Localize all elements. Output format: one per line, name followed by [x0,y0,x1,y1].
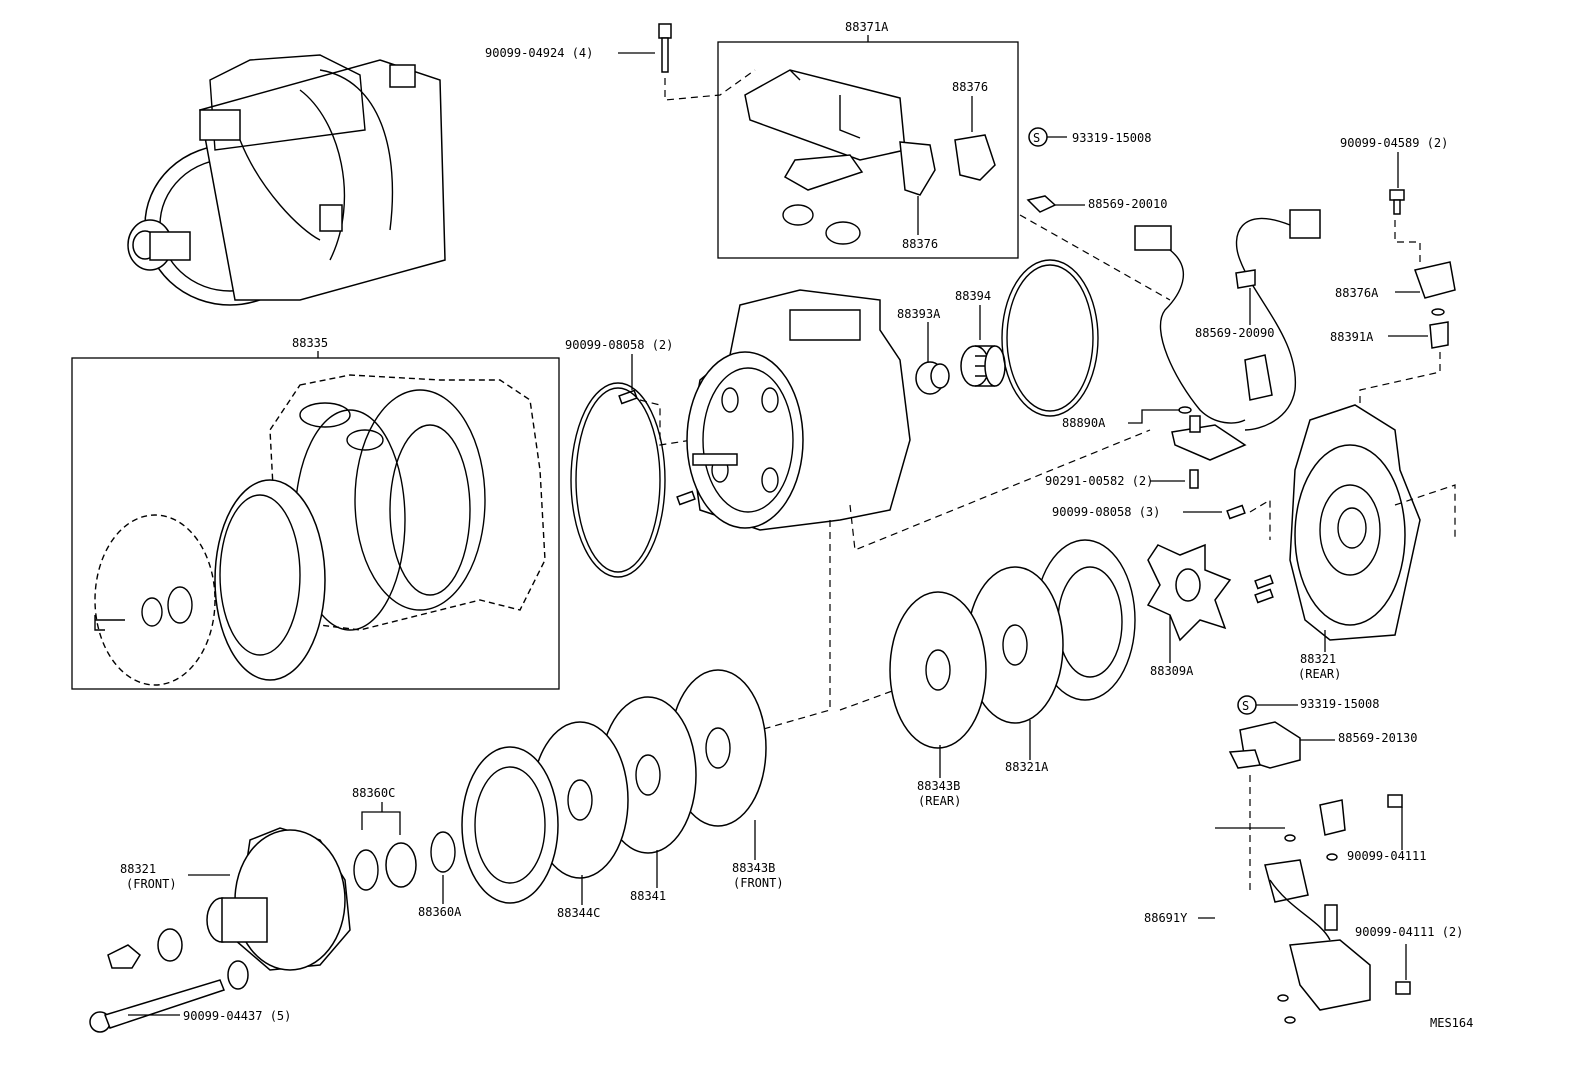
label-88321A: 88321A [1005,760,1049,774]
bolt-90099-04924 [658,23,672,73]
main-cylinder-block [686,289,911,531]
dowel-pin-90099-08058-2 [676,490,696,506]
wire-harness-88569-20090 [1134,209,1321,431]
valve-88393A [915,361,950,395]
gasket-ring-front [570,382,666,578]
label-90099-04924: 90099-04924 (4) [485,46,593,60]
gasket-ring-rear-cover [1001,259,1099,417]
plug-88391A [1429,321,1449,349]
label-88569-20130: 88569-20130 [1338,731,1417,745]
label-88569-20090: 88569-20090 [1195,326,1274,340]
cover-88376A [1414,261,1456,299]
label-90099-08058-3: 90099-08058 (3) [1052,505,1160,519]
snap-ring-88360A [430,831,456,873]
rear-housing-88321 [1289,404,1421,641]
box-88335 [71,357,560,690]
label-88890A: 88890A [1062,416,1106,430]
label-90099-08058-2: 90099-08058 (2) [565,338,673,352]
label-88343B-front: 88343B [732,861,775,875]
label-88569-20010: 88569-20010 [1088,197,1167,211]
through-bolt-90099-04437 [89,979,225,1033]
label-90099-04111: 90099-04111 [1347,849,1426,863]
solenoid-harness-88691Y [1264,799,1371,1024]
label-88360C: 88360C [352,786,395,800]
swash-plate-88309A [1146,543,1232,642]
screw-90291-00582 [1189,469,1199,489]
bolt-90099-04111 [1387,794,1403,850]
cylinder-parts-88335 [94,374,546,686]
label-88393A: 88393A [897,307,941,321]
compressor-assembly-illustration [127,54,446,306]
label-88376A: 88376A [1335,286,1379,300]
label-90099-04111-2: 90099-04111 (2) [1355,925,1463,939]
label-88391A: 88391A [1330,330,1374,344]
label-88335: 88335 [292,336,328,350]
bolt-90099-04589 [1389,189,1405,215]
label-88341: 88341 [630,889,666,903]
label-88343B-front-suffix: (FRONT) [733,876,784,890]
label-88343B-rear-suffix: (REAR) [918,794,961,808]
valve-plate-88321A [966,566,1064,724]
clip-88569-20010 [1026,195,1057,213]
diagram-code: MES164 [1430,1016,1473,1030]
label-88344C: 88344C [557,906,600,920]
dowel-pin-rear [1226,504,1246,520]
label-93319-15008-bottom: 93319-15008 [1300,697,1379,711]
label-90099-04437: 90099-04437 (5) [183,1009,291,1023]
o-ring-88391A [1431,308,1445,316]
svg-text:S: S [1033,131,1040,145]
label-88321-rear-suffix: (REAR) [1298,667,1341,681]
label-88321-rear: 88321 [1300,652,1336,666]
shaft-seal-88360C [353,842,417,891]
label-90099-04589: 90099-04589 (2) [1340,136,1448,150]
label-88371A: 88371A [845,20,889,34]
label-88376-top: 88376 [952,80,988,94]
dowel-pin-90099-08058 [618,389,638,405]
label-88691Y: 88691Y [1144,911,1188,925]
label-88360A: 88360A [418,905,462,919]
reed-valve-88343B-rear [889,591,987,749]
bolt-90099-04111-2 [1395,944,1411,995]
thermistor-88890A [1171,406,1247,461]
circled-s-symbol-top: S [1028,127,1048,147]
shim-front [461,746,559,904]
valve-body-88371A [744,69,996,245]
label-90291-00582: 90291-00582 (2) [1045,474,1153,488]
spring-88394 [960,345,1006,387]
label-88343B-rear: 88343B [917,779,960,793]
label-88376-bottom: 88376 [902,237,938,251]
label-93319-15008-top: 93319-15008 [1072,131,1151,145]
label-88309A: 88309A [1150,664,1194,678]
front-housing-88321 [206,827,351,971]
svg-text:S: S [1242,699,1249,713]
circled-s-symbol-bottom: S [1237,695,1257,715]
bearing-nut-parts [107,928,249,990]
label-88321-front: 88321 [120,862,156,876]
label-88394: 88394 [955,289,991,303]
label-88321-front-suffix: (FRONT) [126,877,177,891]
bracket-88569-20130 [1228,721,1301,769]
